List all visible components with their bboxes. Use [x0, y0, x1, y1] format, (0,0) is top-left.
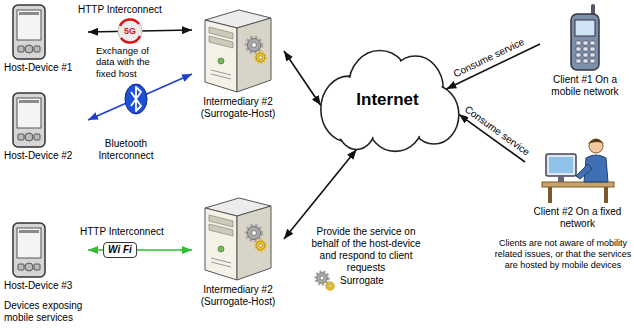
surrogate-host: Intermediary #2 (Surrogate-Host): [192, 6, 284, 120]
edge-label: Consume service: [461, 102, 534, 159]
host-device: Host-Device #1: [4, 4, 88, 74]
icon-holder: [540, 4, 630, 72]
caption-note: Devices exposing mobile services: [4, 300, 114, 324]
server-icon: [199, 194, 277, 282]
pda-device-icon: [12, 4, 46, 60]
mobile-phone-icon: [565, 4, 605, 72]
connector-arrow: [88, 74, 192, 120]
node-label: Client #1 On a mobile network: [540, 74, 630, 98]
node-label: Host-Device #1: [4, 62, 88, 74]
pda-device-icon: [12, 222, 46, 278]
icon-holder: [4, 222, 88, 278]
bluetooth-icon: [125, 84, 147, 114]
icon-holder: [4, 92, 88, 148]
node-label: Intermediary #2 (Surrogate-Host): [192, 284, 284, 308]
legend-text: Surrogate: [340, 275, 384, 287]
icon-holder: [4, 4, 88, 60]
cloud-label: Internet: [356, 90, 418, 110]
node-label: Client #2 On a fixed network: [525, 206, 630, 230]
mobile-client: Client #1 On a mobile network: [540, 4, 630, 98]
edge-label: Consume service: [450, 35, 528, 81]
interconnect-label: HTTP Interconnect: [80, 226, 164, 238]
internet-cloud: Internet: [310, 45, 465, 155]
connector-arrow: [284, 150, 357, 240]
node-label: Intermediary #2 (Surrogate-Host): [192, 96, 284, 120]
node-label: Host-Device #3: [4, 280, 88, 292]
surrogate-host: Intermediary #2 (Surrogate-Host): [192, 194, 284, 308]
note-text: Clients are not aware of mobility relate…: [494, 238, 632, 270]
interconnect-label: Bluetooth Interconnect: [90, 138, 162, 162]
interconnect-label: HTTP Interconnect: [78, 4, 162, 16]
5g-logo-text: 5G: [124, 26, 136, 37]
pda-device-icon: [12, 92, 46, 148]
icon-holder: [192, 194, 284, 282]
node-label: Host-Device #2: [4, 150, 88, 162]
host-device: Host-Device #2: [4, 92, 88, 162]
host-device: Host-Device #3: [4, 222, 88, 292]
note-text: Provide the service on behalf of the hos…: [302, 226, 430, 274]
fixed-client: Client #2 On a fixed network: [525, 132, 630, 230]
note-text: Exchange of data with the fixed host: [96, 45, 162, 79]
icon-holder: [192, 6, 284, 94]
icon-holder: [525, 132, 630, 204]
cloud-text-box: Internet: [310, 45, 465, 155]
surrogate-gear-symbol: [316, 272, 334, 290]
wifi-logo-text: Wi Fi: [103, 242, 137, 258]
connector-arrow: [284, 51, 321, 106]
desktop-user-icon: [538, 132, 618, 204]
server-icon: [199, 6, 277, 94]
5g-icon: [118, 19, 142, 43]
